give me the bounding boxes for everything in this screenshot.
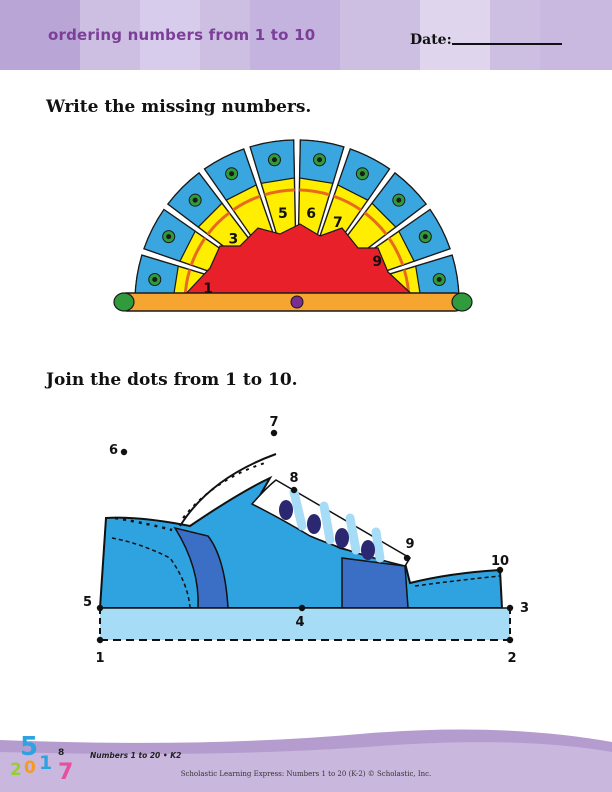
footer-band: [0, 729, 612, 792]
shoe-sole: [100, 608, 510, 640]
worksheet-title: ordering numbers from 1 to 10: [48, 26, 316, 44]
shoe-stitch-top: [114, 516, 173, 532]
header-stripe: [0, 0, 80, 70]
fan-blank-answer[interactable]: [354, 230, 368, 246]
fan-number: 1: [203, 281, 213, 297]
connect-dot[interactable]: [506, 636, 514, 644]
connect-dot[interactable]: [496, 566, 504, 574]
dot-label: 2: [507, 651, 516, 666]
fan-number: 3: [228, 231, 238, 247]
connect-dot[interactable]: [506, 604, 514, 612]
fan-blank-answer[interactable]: [210, 253, 224, 269]
dot-label: 3: [520, 601, 529, 616]
connect-dot[interactable]: [298, 604, 306, 612]
date-input-line[interactable]: [452, 43, 562, 45]
fan-base-left-cap: [113, 292, 135, 312]
footer-copyright: Scholastic Learning Express: Numbers 1 t…: [180, 770, 432, 778]
fan-blade: [134, 254, 260, 302]
page-number: 8: [58, 748, 65, 758]
footer-logo-digit: 7: [58, 760, 74, 785]
connect-dot[interactable]: [96, 636, 104, 644]
connect-dot[interactable]: [403, 554, 411, 562]
dot-label: 9: [405, 537, 414, 552]
dot-label: 10: [491, 554, 509, 569]
connect-dot[interactable]: [120, 448, 128, 456]
dot-label: 8: [289, 471, 298, 486]
dot-label: 5: [83, 595, 92, 610]
shoe-collar-stitch: [182, 461, 269, 519]
footer-logo-digit: 1: [39, 752, 53, 774]
dot-label: 6: [109, 443, 118, 458]
footer-logo-digit: 5: [20, 732, 39, 762]
header-stripe: [140, 0, 200, 70]
page-header: [0, 0, 612, 70]
fan-number: 6: [306, 206, 316, 222]
footer-logo-digit: 0: [24, 758, 36, 778]
header-stripe: [420, 0, 490, 70]
fan-blank-answer[interactable]: [379, 280, 393, 296]
footer-logo-digit: 2: [10, 760, 22, 780]
fan-number: 7: [333, 215, 343, 231]
fan-number: 5: [278, 206, 288, 222]
shoe-laces: [279, 487, 385, 563]
instruction-join-dots: Join the dots from 1 to 10.: [46, 370, 298, 390]
connect-dot[interactable]: [290, 486, 298, 494]
fan-number: 9: [372, 254, 382, 270]
shoe-illustration: 1 2 3 4 5 6 7 8 9 10: [83, 415, 529, 666]
footer-series: Numbers 1 to 20 • K2: [90, 751, 182, 760]
fan-pivot: [290, 295, 304, 309]
shoe-stitch-toe: [414, 575, 501, 587]
header-stripe: [540, 0, 612, 70]
fan-center: [178, 223, 420, 301]
instruction-missing-numbers: Write the missing numbers.: [46, 97, 312, 117]
shoe-stitch-heel: [111, 537, 191, 609]
dot-label: 7: [269, 415, 278, 430]
dot-label: 1: [95, 651, 104, 666]
fan-illustration: 1 3 5 6 7 9: [113, 139, 473, 312]
dot-label: 4: [295, 615, 304, 630]
connect-dot[interactable]: [270, 429, 278, 437]
shoe-toe-panel: [341, 557, 409, 609]
date-label: Date:: [410, 32, 452, 48]
fan-blank-answer[interactable]: [249, 214, 263, 230]
fan-base-right-cap: [451, 292, 473, 312]
connect-dot[interactable]: [96, 604, 104, 612]
header-stripe: [250, 0, 340, 70]
